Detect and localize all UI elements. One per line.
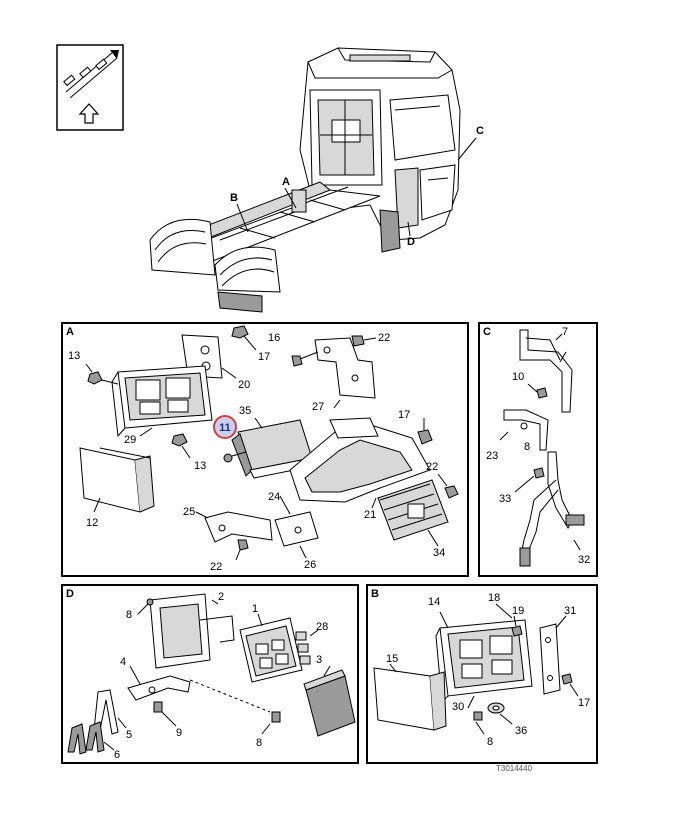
label-19: 19 <box>512 605 524 617</box>
callout-C: C <box>476 125 484 137</box>
label-34: 34 <box>433 547 445 559</box>
label-31: 31 <box>564 605 576 617</box>
label-1: 1 <box>252 603 258 615</box>
label-8: 8 <box>524 441 530 453</box>
label-4: 4 <box>120 656 126 668</box>
label-5: 5 <box>126 729 132 741</box>
panel-A-letter: A <box>66 326 74 338</box>
truck-overview: A B C D <box>149 47 484 313</box>
highlighted-part-11[interactable]: 11 <box>213 415 237 439</box>
label-22-top: 22 <box>378 332 390 344</box>
label-17-right: 17 <box>398 409 410 421</box>
panel-C-letter: C <box>483 326 491 338</box>
label-6: 6 <box>114 749 120 761</box>
label-22-bottom: 22 <box>210 561 222 573</box>
label-8: 8 <box>487 736 493 748</box>
callout-A: A <box>282 176 290 188</box>
label-29: 29 <box>124 434 136 446</box>
label-25: 25 <box>183 506 195 518</box>
panel-D: D <box>61 584 359 764</box>
label-18: 18 <box>488 592 500 604</box>
panel-B-letter: B <box>371 588 379 600</box>
label-30: 30 <box>452 701 464 713</box>
label-15: 15 <box>386 653 398 665</box>
callout-B: B <box>230 192 238 204</box>
panel-D-letter: D <box>66 588 74 600</box>
panel-C: C 7 10 23 33 8 32 <box>478 322 598 577</box>
label-17: 17 <box>578 697 590 709</box>
label-21: 21 <box>364 509 376 521</box>
label-13-top: 13 <box>68 350 80 362</box>
label-24: 24 <box>268 491 280 503</box>
label-20: 20 <box>238 379 250 391</box>
view-direction-icon <box>56 44 124 131</box>
panel-B: B 14 18 19 31 15 17 30 <box>366 584 598 764</box>
label-11: 11 <box>219 422 231 434</box>
label-32: 32 <box>578 554 590 566</box>
label-13-lower: 13 <box>194 460 206 472</box>
label-9: 9 <box>176 727 182 739</box>
figure-code: T3014440 <box>496 764 533 773</box>
label-28: 28 <box>316 621 328 633</box>
label-36: 36 <box>515 725 527 737</box>
label-27: 27 <box>312 401 324 413</box>
label-2: 2 <box>218 591 224 603</box>
label-22-right: 22 <box>426 461 438 473</box>
label-16: 16 <box>268 332 280 344</box>
panel-A: A <box>61 322 469 577</box>
label-8-top: 8 <box>126 609 132 621</box>
label-10: 10 <box>512 371 524 383</box>
label-8-bottom: 8 <box>256 737 262 749</box>
label-23: 23 <box>486 450 498 462</box>
label-35: 35 <box>239 405 251 417</box>
label-17-top: 17 <box>258 351 270 363</box>
label-14: 14 <box>428 596 440 608</box>
label-26: 26 <box>304 559 316 571</box>
label-3: 3 <box>316 654 322 666</box>
label-33: 33 <box>499 493 511 505</box>
label-7: 7 <box>562 326 568 338</box>
label-12: 12 <box>86 517 98 529</box>
arrow-up-icon <box>78 103 100 124</box>
callout-D: D <box>407 236 415 248</box>
